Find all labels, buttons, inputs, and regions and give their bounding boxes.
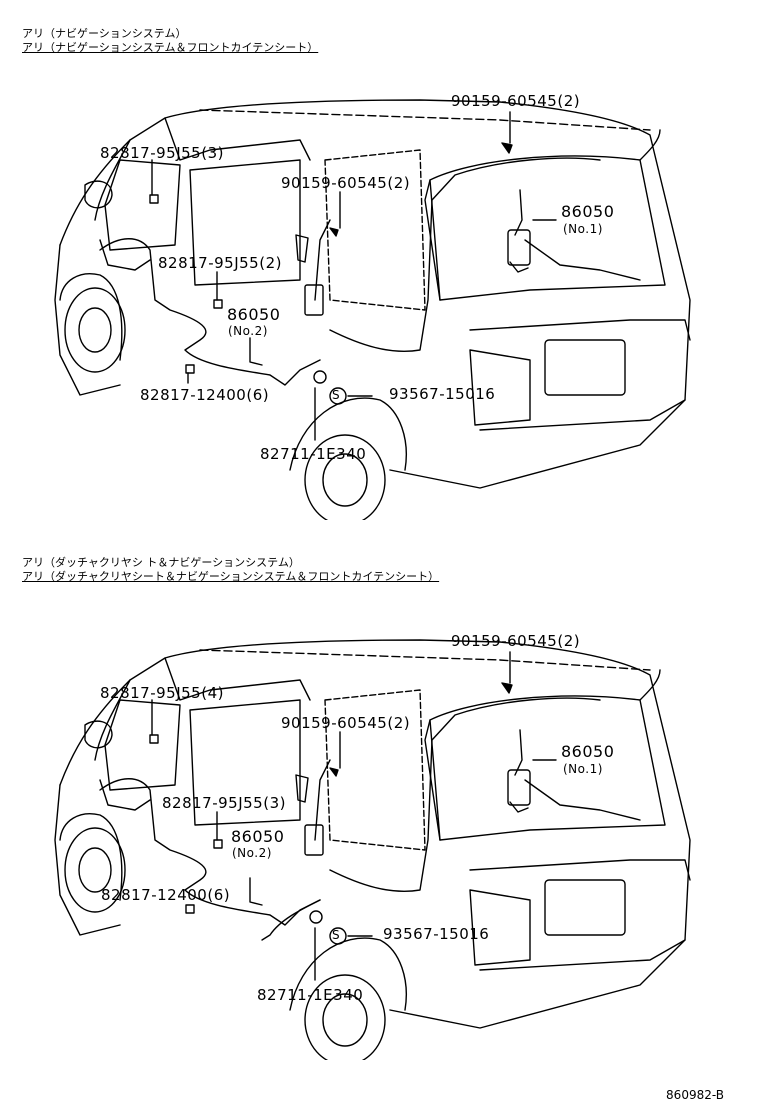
- label-harness: 82711-1E340: [257, 986, 364, 1004]
- label-clip-roof: 90159-60545(2): [451, 92, 581, 110]
- panel2-figure: 90159-60545(2) 82817-95J55(4) 90159-6054…: [0, 540, 760, 1060]
- label-grommet: 93567-15016: [389, 385, 496, 403]
- label-clamp-low: 82817-12400(6): [101, 886, 231, 904]
- grommet-symbol: S: [332, 388, 341, 402]
- label-clip-roof: 90159-60545(2): [451, 632, 581, 650]
- label-grommet: 93567-15016: [383, 925, 490, 943]
- label-amp-rear-sub: (No.1): [563, 222, 603, 236]
- label-amp-mid-sub: (No.2): [232, 846, 272, 860]
- label-amp-rear: 86050: [561, 742, 615, 761]
- panel1-header-line1: アリ（ナビゲーションシステム）: [22, 27, 187, 40]
- panel1-van-drawing: [54, 99, 691, 520]
- label-amp-rear: 86050: [561, 202, 615, 221]
- label-clip-side: 90159-60545(2): [281, 174, 411, 192]
- label-amp-mid: 86050: [231, 827, 285, 846]
- panel1-header-line2: アリ（ナビゲーションシステム＆フロントカイテンシート）: [22, 41, 319, 54]
- panel2-header-line1: アリ（ダッチャクリヤシ ト＆ナビゲーションシステム）: [22, 556, 300, 569]
- figure-code: 860982-B: [666, 1088, 724, 1102]
- label-amp-mid-sub: (No.2): [228, 324, 268, 338]
- label-clip-side: 90159-60545(2): [281, 714, 411, 732]
- panel2-van-drawing: [54, 639, 691, 1060]
- panel1-figure: 90159-60545(2) 82817-95J55(3) 90159-6054…: [0, 0, 760, 520]
- label-amp-mid: 86050: [227, 305, 281, 324]
- label-clamp-mid: 82817-95J55(3): [162, 794, 286, 812]
- panel2-header-line2: アリ（ダッチャクリヤシート＆ナビゲーションシステム＆フロントカイテンシート）: [22, 570, 440, 583]
- label-clamp-front: 82817-95J55(4): [100, 684, 224, 702]
- label-clamp-low: 82817-12400(6): [140, 386, 270, 404]
- label-clamp-front: 82817-95J55(3): [100, 144, 224, 162]
- grommet-symbol: S: [332, 928, 341, 942]
- label-clamp-mid: 82817-95J55(2): [158, 254, 282, 272]
- label-harness: 82711-1E340: [260, 445, 367, 463]
- label-amp-rear-sub: (No.1): [563, 762, 603, 776]
